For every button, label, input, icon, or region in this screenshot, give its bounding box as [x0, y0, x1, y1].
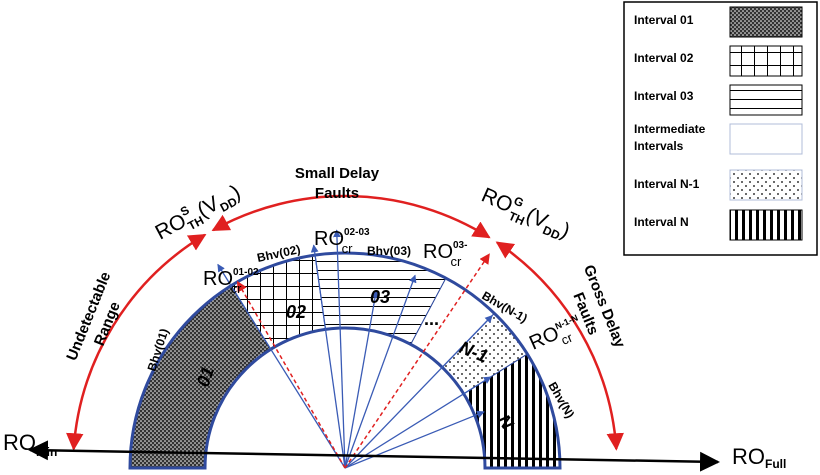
svg-text:ROSTH(VDD): ROSTH(VDD): [150, 178, 246, 248]
legend-label-02: Interval 02: [634, 51, 694, 65]
legend-label-01: Interval 01: [634, 13, 694, 27]
gross-delay-arc: [495, 241, 624, 451]
ray-n: [344, 410, 485, 469]
legend-label-n: Interval N: [634, 215, 689, 229]
legend: Interval 01 Interval 02 Interval 03 Inte…: [623, 1, 818, 256]
undetectable-arc: [66, 233, 207, 451]
axis-min-label: ROmin: [3, 430, 57, 459]
axis-full-label: ROFull: [732, 444, 786, 471]
small-delay-arc: [211, 194, 491, 239]
threshold-s-line: [236, 280, 346, 469]
ray-03: [344, 274, 417, 469]
ray-02-03-a: [310, 244, 346, 469]
ro-th-s-label: ROSTH(VDD): [150, 178, 246, 248]
threshold-g-line: [344, 253, 490, 469]
legend-label-intermediate: Intermediate: [634, 122, 706, 136]
x-axis: [28, 440, 720, 472]
small-delay-label-2: Faults: [315, 185, 359, 202]
legend-label-03: Interval 03: [634, 89, 694, 103]
legend-swatch-01: [729, 6, 803, 38]
ray-02-03: [333, 229, 346, 469]
legend-swatch-02: [729, 45, 803, 77]
legend-swatch-n1: [729, 169, 803, 201]
segment-03-label: 03: [370, 287, 390, 307]
ro-cr-n1n-label: RON-1-Ncr: [526, 313, 587, 361]
legend-label-n1: Interval N-1: [634, 177, 700, 191]
segment-dots-label: ...: [424, 309, 439, 329]
legend-swatch-intermediate: [729, 123, 803, 155]
ro-cr-03-label: RO03-cr: [423, 240, 467, 269]
svg-text:Bhv(03): Bhv(03): [367, 244, 411, 258]
legend-swatch-n: [729, 209, 803, 241]
bhv-03-label: Bhv(03): [367, 244, 411, 258]
ro-th-g-label: ROGTH(VDD): [476, 181, 574, 247]
interval-band: [128, 251, 562, 470]
legend-swatch-03: [729, 84, 803, 116]
ray-n1-n: [344, 376, 492, 469]
segment-02-label: 02: [286, 302, 306, 322]
ray-01-02: [217, 263, 346, 469]
small-delay-label-1: Small Delay: [295, 165, 380, 182]
ray-mid: [344, 289, 379, 469]
svg-text:RON-1-Ncr: RON-1-Ncr: [526, 313, 587, 361]
svg-text:ROGTH(VDD): ROGTH(VDD): [476, 181, 574, 247]
region-arcs: [66, 194, 624, 451]
legend-label-intermediate-2: Intervals: [634, 139, 684, 153]
